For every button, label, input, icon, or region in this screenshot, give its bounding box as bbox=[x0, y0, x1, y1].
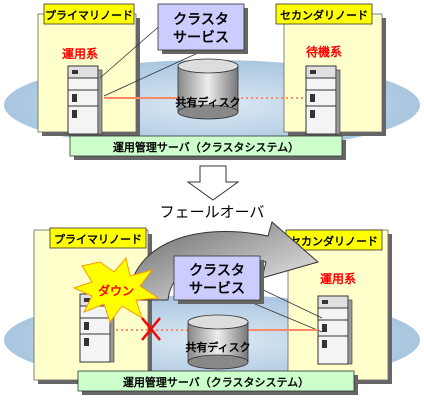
bottom-primary-node-label-box bbox=[49, 227, 147, 249]
bottom-cluster-service-line2: サービス bbox=[189, 281, 245, 297]
top-cluster-service-line1: クラスタ bbox=[173, 12, 229, 28]
top-secondary-server-icon bbox=[305, 65, 341, 135]
top-secondary-node-label-box bbox=[275, 3, 373, 25]
top-primary-server-icon bbox=[67, 65, 103, 135]
bottom-secondary-server-icon bbox=[317, 295, 353, 365]
top-primary-node-label: プライマリノード bbox=[45, 8, 133, 22]
bottom-down-label: ダウン bbox=[98, 283, 134, 298]
top-cluster-service-box bbox=[157, 3, 245, 51]
failover-label: フェールオーバ bbox=[160, 203, 265, 221]
bottom-section: プライマリノード セカンダリノード 運用系 クラスタ サービス ダウン bbox=[4, 221, 420, 395]
top-primary-node-label-box bbox=[43, 3, 135, 25]
top-disk-label: 共有ディスク bbox=[175, 95, 240, 109]
top-mgmt-server-bar bbox=[69, 135, 343, 157]
bottom-active-label: 運用系 bbox=[320, 271, 356, 286]
bottom-disk-icon bbox=[187, 314, 249, 370]
bottom-disk-label: 共有ディスク bbox=[185, 340, 250, 354]
bottom-mgmt-server-bar bbox=[77, 370, 355, 392]
bottom-cluster-service-line1: クラスタ bbox=[189, 263, 245, 279]
bottom-primary-node-label: プライマリノード bbox=[54, 232, 142, 246]
top-mgmt-server-label: 運用管理サーバ（クラスタシステム） bbox=[113, 140, 299, 154]
failover-arrow bbox=[186, 165, 240, 201]
top-disk-icon bbox=[177, 58, 239, 120]
bottom-secondary-node-label: セカンダリノード bbox=[290, 234, 378, 248]
bottom-explosion-icon bbox=[72, 256, 160, 324]
failover-arrow-icon bbox=[186, 165, 240, 201]
top-cluster-service-line2: サービス bbox=[173, 30, 229, 46]
bottom-cluster-service-box bbox=[173, 255, 261, 301]
top-standby-label: 待機系 bbox=[306, 44, 342, 59]
top-section: プライマリノード 運用系 セカンダリノード 待機系 クラスタ サービス 共有ディ… bbox=[4, 3, 420, 160]
top-active-label: 運用系 bbox=[62, 46, 98, 61]
bottom-mgmt-server-label: 運用管理サーバ（クラスタシステム） bbox=[123, 375, 309, 389]
bottom-cross-icon bbox=[141, 317, 161, 341]
top-secondary-node-label: セカンダリノード bbox=[280, 8, 368, 22]
